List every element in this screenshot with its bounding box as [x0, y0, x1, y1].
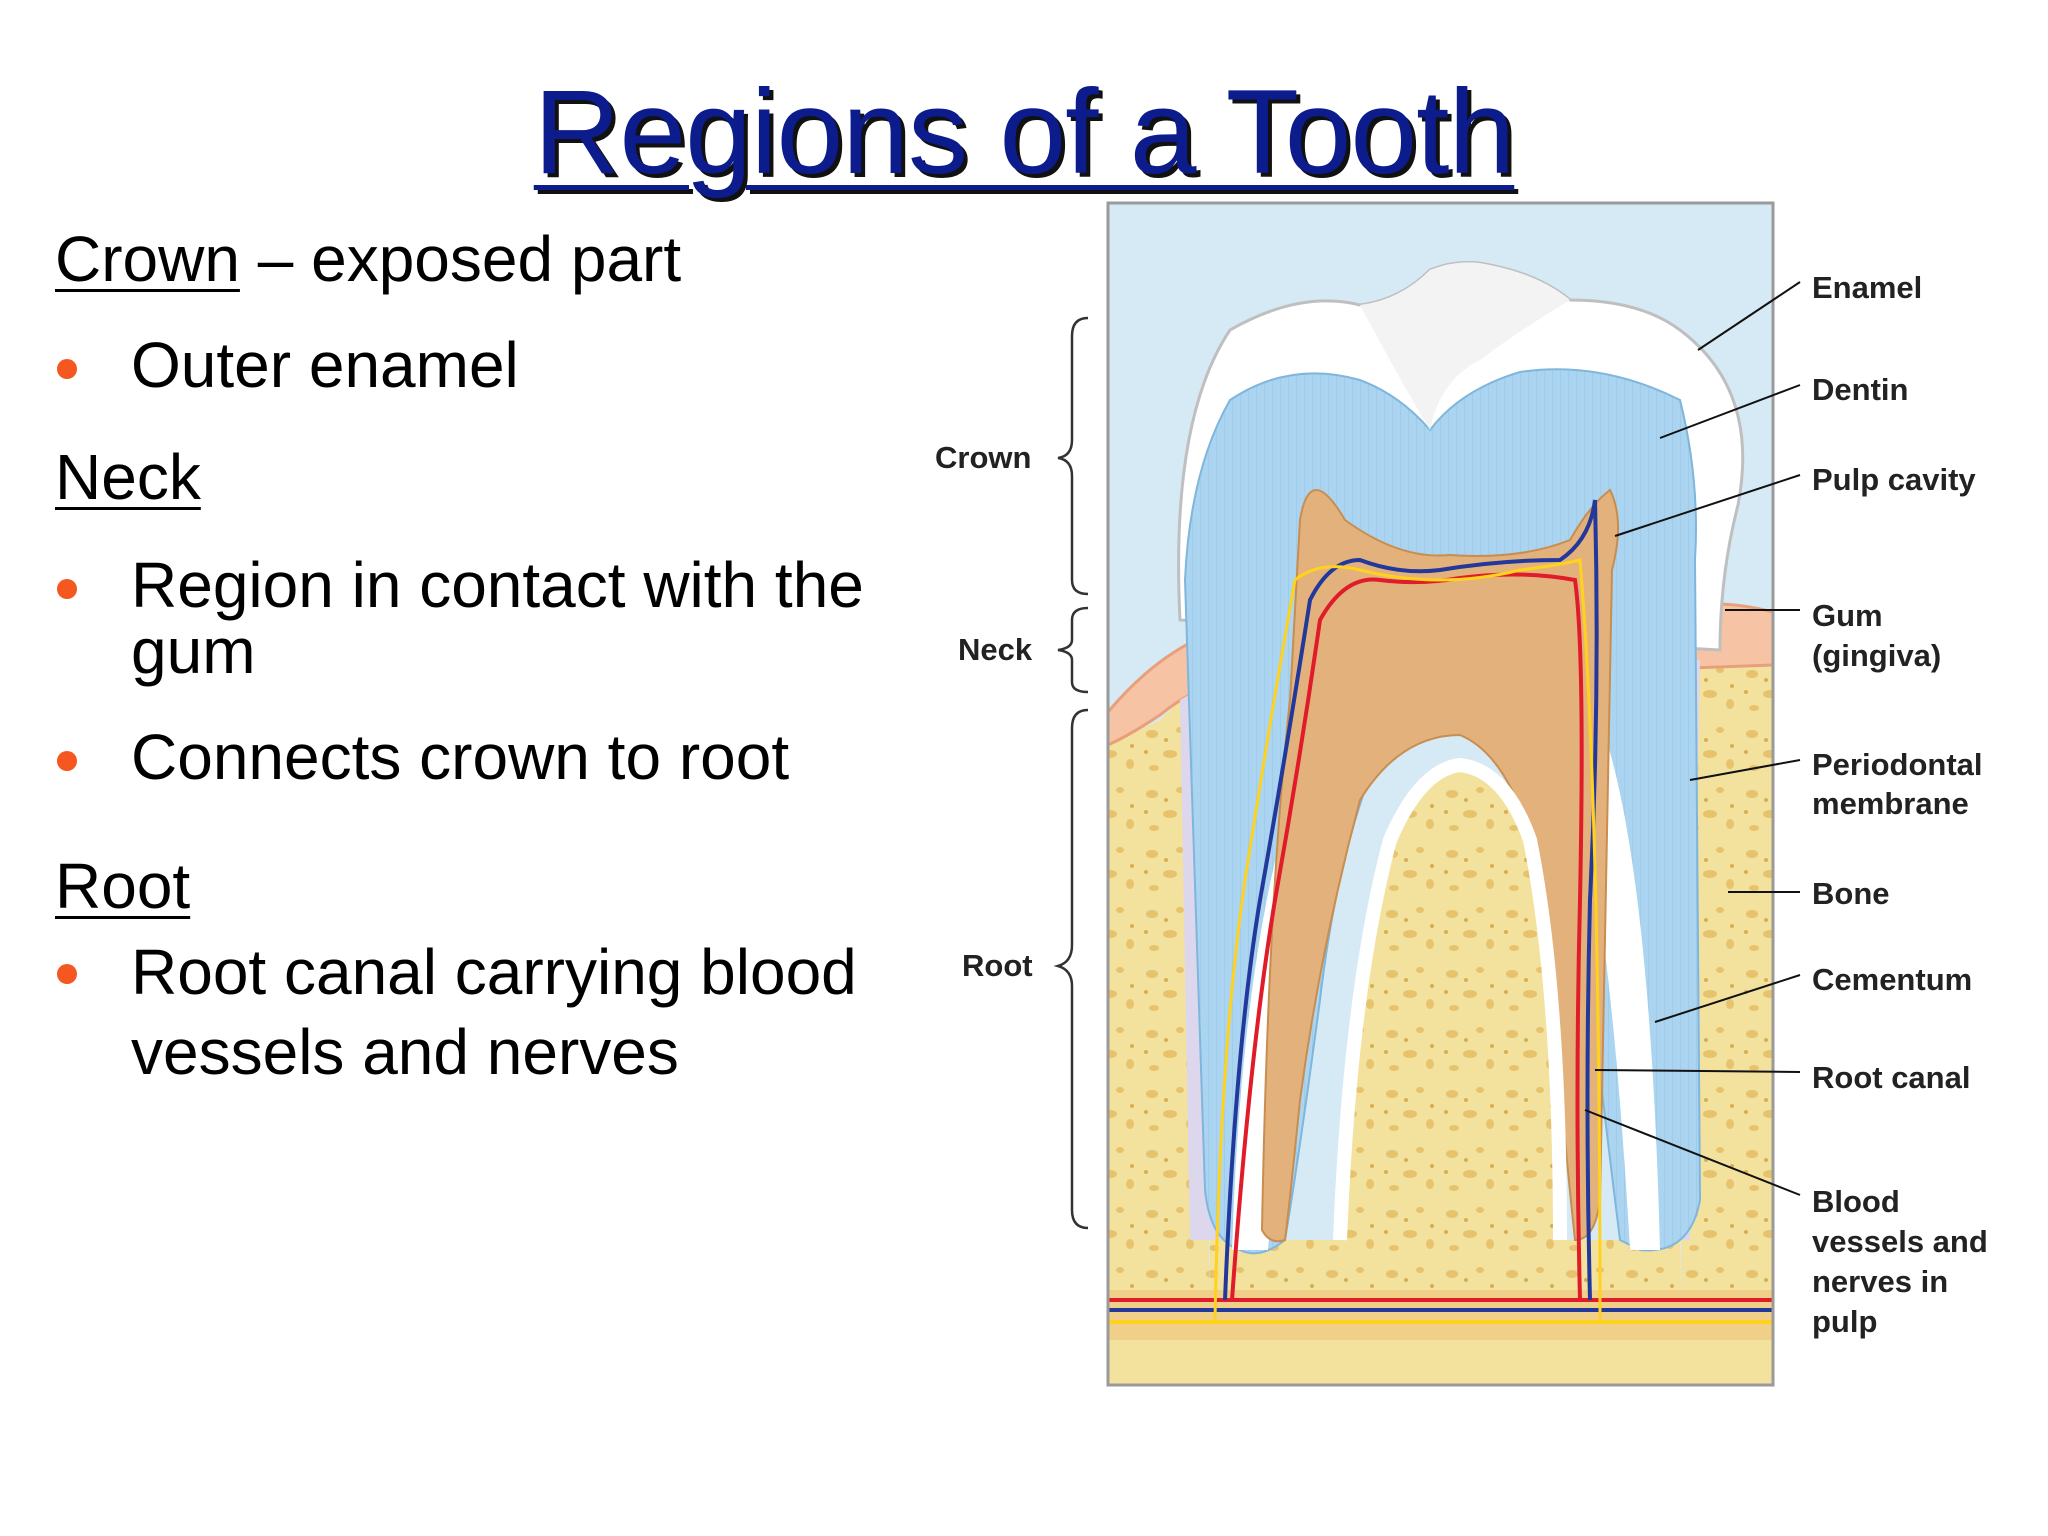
vessels-leader	[1584, 1109, 1801, 1196]
tooth-cross-section	[1108, 203, 1773, 1385]
bone-core	[1340, 765, 1560, 1240]
dentin-label: Dentin	[1812, 372, 1908, 407]
bullet-dot	[57, 359, 77, 379]
vessels-label: Blood	[1812, 1184, 1900, 1219]
bone-base	[1210, 1240, 1680, 1300]
tooth-diagram: Crown Neck Root Enamel Dentin Pulp cavit…	[935, 201, 1988, 1387]
bone-label: Bone	[1812, 876, 1890, 911]
bullet-dot	[57, 579, 77, 599]
canal-base	[1108, 1290, 1773, 1340]
slide-title: Regions of a Tooth	[533, 65, 1516, 199]
crown-heading-suffix: – exposed part	[239, 223, 682, 295]
cementum-label: Cementum	[1812, 962, 1972, 997]
root-canal-leader	[1594, 1069, 1801, 1073]
root-brace	[1053, 708, 1089, 1230]
bullet-dot	[57, 751, 77, 771]
gum-label-line2: (gingiva)	[1812, 638, 1941, 673]
cementum-inner	[1333, 757, 1567, 1241]
periodontal-label-line2: membrane	[1812, 786, 1969, 821]
neck-brace	[1057, 606, 1089, 694]
bone-right	[1680, 660, 1773, 1300]
dentin-leader	[1659, 384, 1801, 439]
artery-path	[1230, 572, 1584, 1301]
neck-region-label: Neck	[958, 632, 1033, 667]
bone-bottom	[1108, 1340, 1773, 1385]
enamel-leader	[1697, 281, 1801, 351]
crown-brace	[1057, 316, 1089, 596]
periodontal-label: Periodontal	[1812, 747, 1983, 782]
vessels-label-line2: vessels and	[1812, 1224, 1988, 1259]
periodontal-leader	[1689, 759, 1801, 781]
enamel-label: Enamel	[1812, 270, 1922, 305]
pulp-cavity-label: Pulp cavity	[1812, 462, 1976, 497]
bullet-dot	[57, 964, 77, 984]
gum-label: Gum	[1812, 598, 1883, 633]
section-heading-neck: Neck	[55, 440, 201, 514]
pulp-leader	[1614, 474, 1801, 537]
root-region-label: Root	[962, 948, 1033, 983]
list-item-text: Region in contact with the gum	[131, 549, 864, 687]
root-heading: Root	[55, 850, 191, 922]
vessels-label-line3: nerves in	[1812, 1264, 1948, 1299]
section-heading-crown: Crown – exposed part	[55, 222, 681, 296]
diagram-frame	[1106, 201, 1775, 1387]
crown-heading: Crown	[55, 223, 240, 295]
list-item-text: Root canal carrying blood vessels and ne…	[131, 936, 857, 1088]
crown-region-label: Crown	[935, 440, 1031, 475]
list-item-text: Outer enamel	[131, 329, 519, 401]
crown-cusp	[1360, 262, 1570, 430]
section-heading-root: Root	[55, 849, 190, 923]
vessels-label-line4: pulp	[1812, 1304, 1877, 1339]
nerve-path	[1213, 558, 1602, 1321]
vein-path	[1223, 499, 1599, 1301]
list-item-text: Connects crown to root	[131, 721, 790, 793]
cementum-leader	[1654, 974, 1801, 1023]
root-canal-label: Root canal	[1812, 1060, 1970, 1095]
leader-lines	[1584, 281, 1801, 1196]
neck-heading: Neck	[55, 441, 201, 513]
